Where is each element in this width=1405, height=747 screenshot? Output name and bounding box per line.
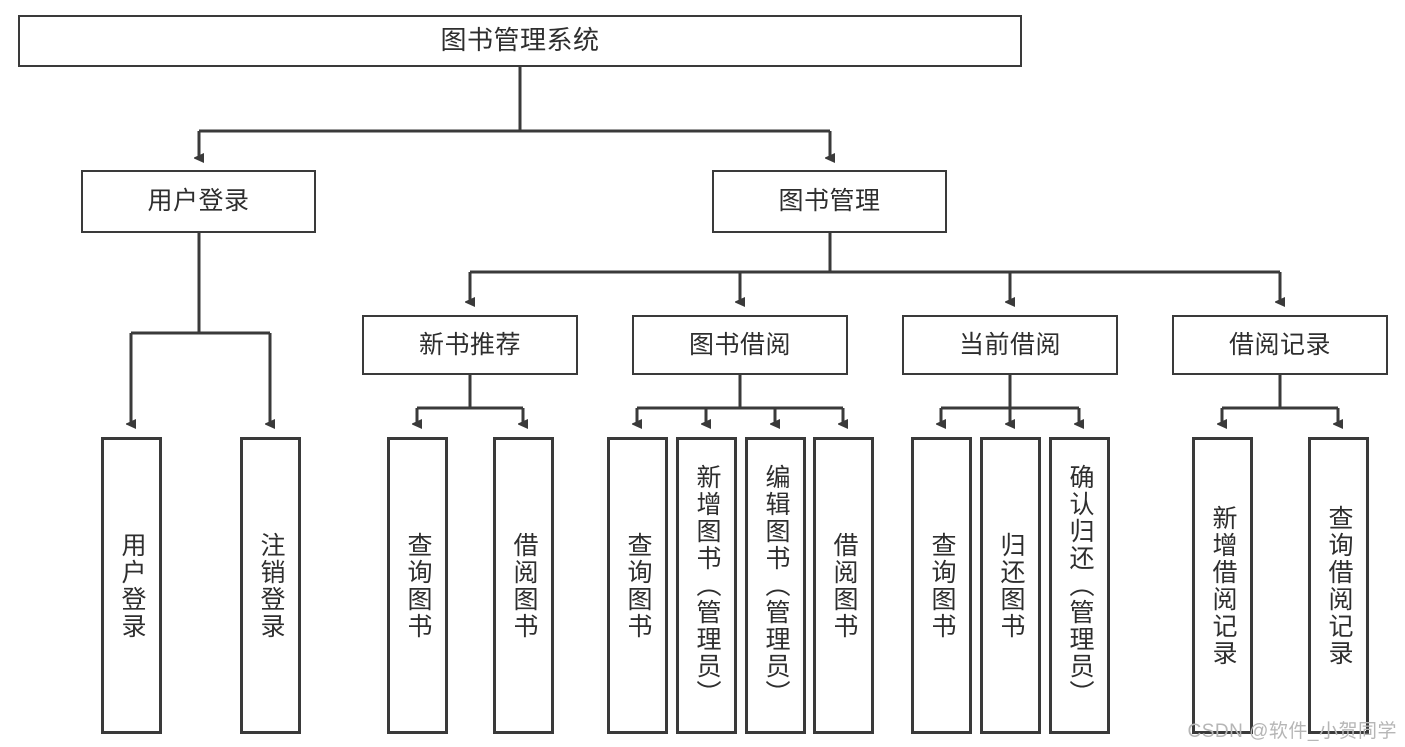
node-user-login[interactable]: 用户登录 <box>81 170 316 233</box>
node-leaf-query-record[interactable]: 查询借阅记录 <box>1308 437 1369 734</box>
node-leaf-add-record[interactable]: 新增借阅记录 <box>1192 437 1253 734</box>
node-leaf-user-login[interactable]: 用户登录 <box>101 437 162 734</box>
node-current-borrow[interactable]: 当前借阅 <box>902 315 1118 375</box>
node-leaf-borrow-book-2-label: 借阅图书 <box>830 531 858 640</box>
node-leaf-query-book-3-label: 查询图书 <box>928 531 956 640</box>
node-new-book-recommend-label: 新书推荐 <box>418 330 521 359</box>
node-leaf-query-book-3[interactable]: 查询图书 <box>911 437 972 734</box>
node-leaf-borrow-book-1-label: 借阅图书 <box>510 531 538 640</box>
node-leaf-query-book-2[interactable]: 查询图书 <box>607 437 668 734</box>
node-leaf-return-book[interactable]: 归还图书 <box>980 437 1041 734</box>
node-leaf-add-record-label: 新增借阅记录 <box>1209 504 1237 667</box>
node-leaf-edit-book[interactable]: 编辑图书（管理员） <box>745 437 806 734</box>
node-leaf-confirm-return[interactable]: 确认归还（管理员） <box>1049 437 1110 734</box>
node-root-label: 图书管理系统 <box>440 25 600 56</box>
node-borrow-record-label: 借阅记录 <box>1228 330 1331 359</box>
node-leaf-query-book-2-label: 查询图书 <box>624 531 652 640</box>
node-leaf-user-logout[interactable]: 注销登录 <box>240 437 301 734</box>
node-user-login-label: 用户登录 <box>147 187 250 216</box>
node-leaf-query-record-label: 查询借阅记录 <box>1325 504 1353 667</box>
node-leaf-edit-book-label: 编辑图书（管理员） <box>762 464 790 707</box>
node-leaf-user-login-label: 用户登录 <box>118 531 146 640</box>
node-leaf-query-book-1-label: 查询图书 <box>404 531 432 640</box>
node-book-borrow-label: 图书借阅 <box>688 330 791 359</box>
node-borrow-record[interactable]: 借阅记录 <box>1172 315 1388 375</box>
node-leaf-borrow-book-2[interactable]: 借阅图书 <box>813 437 874 734</box>
node-leaf-add-book[interactable]: 新增图书（管理员） <box>676 437 737 734</box>
node-book-management[interactable]: 图书管理 <box>712 170 947 233</box>
node-leaf-confirm-return-label: 确认归还（管理员） <box>1066 464 1094 707</box>
node-current-borrow-label: 当前借阅 <box>958 330 1061 359</box>
watermark: CSDN @软件_小贺同学 <box>1187 721 1397 742</box>
node-leaf-return-book-label: 归还图书 <box>997 531 1025 640</box>
node-book-borrow[interactable]: 图书借阅 <box>632 315 848 375</box>
node-leaf-borrow-book-1[interactable]: 借阅图书 <box>493 437 554 734</box>
node-leaf-add-book-label: 新增图书（管理员） <box>693 464 721 707</box>
node-book-management-label: 图书管理 <box>778 187 881 216</box>
node-root[interactable]: 图书管理系统 <box>18 15 1022 67</box>
node-leaf-query-book-1[interactable]: 查询图书 <box>387 437 448 734</box>
node-new-book-recommend[interactable]: 新书推荐 <box>362 315 578 375</box>
node-leaf-user-logout-label: 注销登录 <box>257 531 285 640</box>
